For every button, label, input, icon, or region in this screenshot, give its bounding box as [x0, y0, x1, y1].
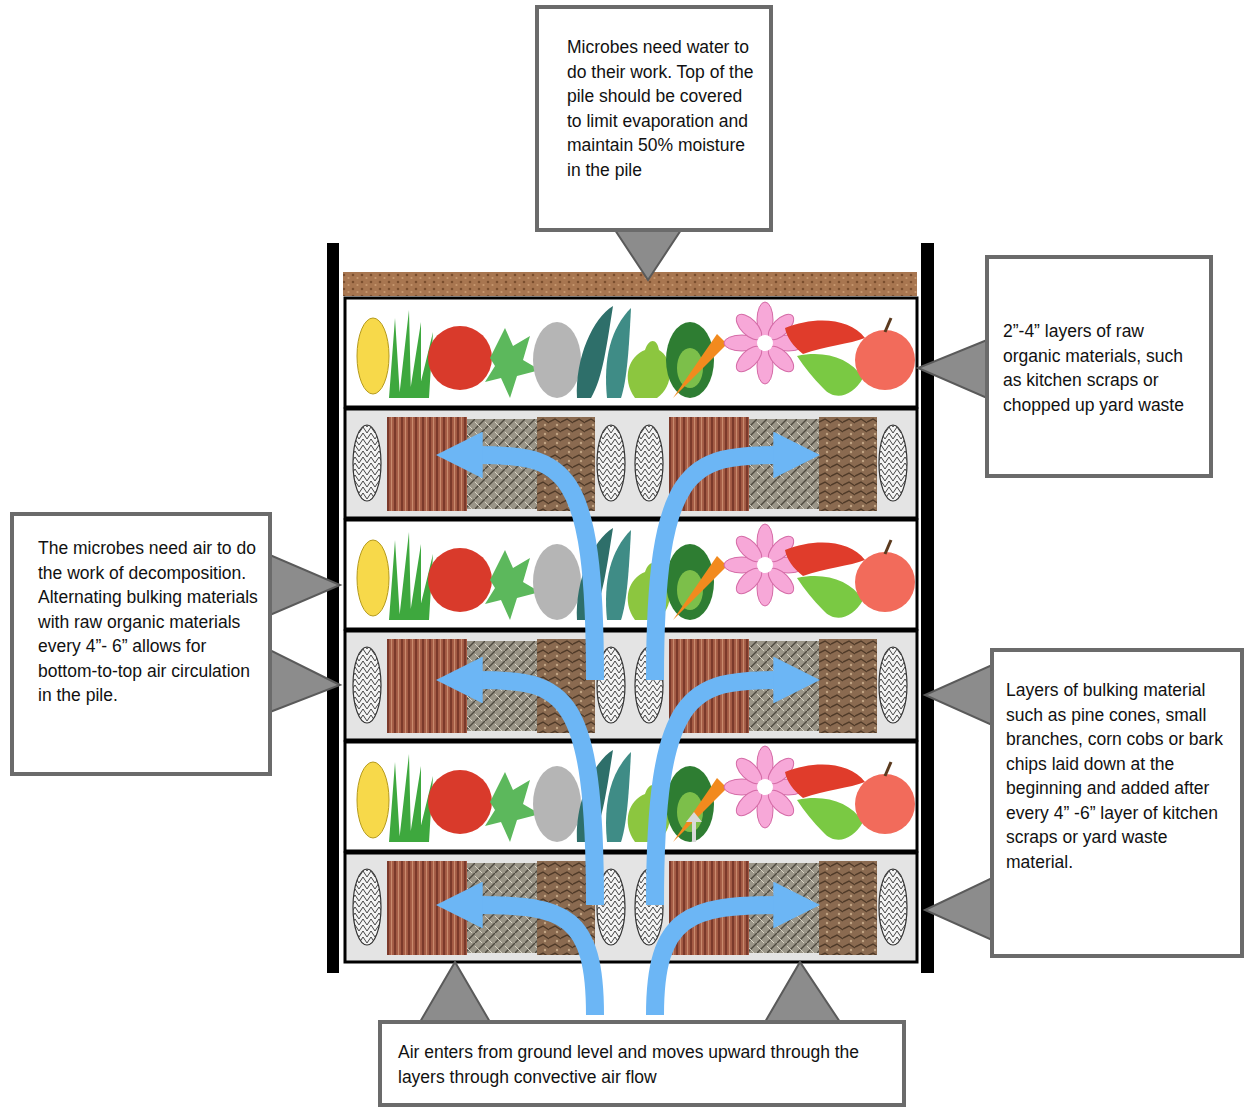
callout-box: 2”-4” layers of raw organic materials, s… — [985, 255, 1213, 478]
callout-box: Microbes need water to do their work. To… — [535, 5, 773, 232]
callout-pointers — [420, 962, 490, 1022]
airflow-arrows — [655, 680, 778, 905]
organic-layer — [345, 298, 917, 407]
callout-box: Air enters from ground level and moves u… — [378, 1020, 906, 1107]
airflow-arrows — [655, 905, 778, 1015]
callout-text: Layers of bulking material such as pine … — [1006, 678, 1232, 874]
callout-pointers — [270, 555, 340, 615]
bin-post — [921, 243, 934, 973]
callout-pointers — [615, 230, 681, 280]
bulking-layer — [345, 631, 917, 740]
callout-pointers — [925, 878, 992, 940]
organic-layer — [345, 520, 917, 629]
callout-pointers — [270, 230, 992, 1022]
airflow-arrows — [478, 455, 778, 1015]
callout-text: Air enters from ground level and moves u… — [398, 1040, 892, 1089]
airflow-arrows — [655, 455, 778, 680]
callout-pointers — [925, 665, 992, 725]
callout-text: 2”-4” layers of raw organic materials, s… — [1003, 319, 1199, 417]
small-arrow — [686, 812, 702, 842]
callout-text: The microbes need air to do the work of … — [38, 536, 258, 708]
bin-post — [327, 243, 339, 973]
airflow-arrows — [478, 905, 595, 1015]
organic-layer — [345, 742, 917, 851]
callout-pointers — [765, 962, 840, 1022]
airflow-arrows — [478, 680, 595, 905]
callout-pointers — [918, 340, 987, 398]
callout-box: Layers of bulking material such as pine … — [990, 648, 1244, 958]
callout-box: The microbes need air to do the work of … — [10, 512, 272, 776]
soil-cover — [343, 272, 917, 296]
airflow-arrows — [478, 455, 595, 680]
callout-pointers — [270, 650, 340, 712]
bulking-layer — [345, 409, 917, 518]
callout-text: Microbes need water to do their work. To… — [567, 35, 755, 182]
bulking-layer — [345, 853, 917, 962]
